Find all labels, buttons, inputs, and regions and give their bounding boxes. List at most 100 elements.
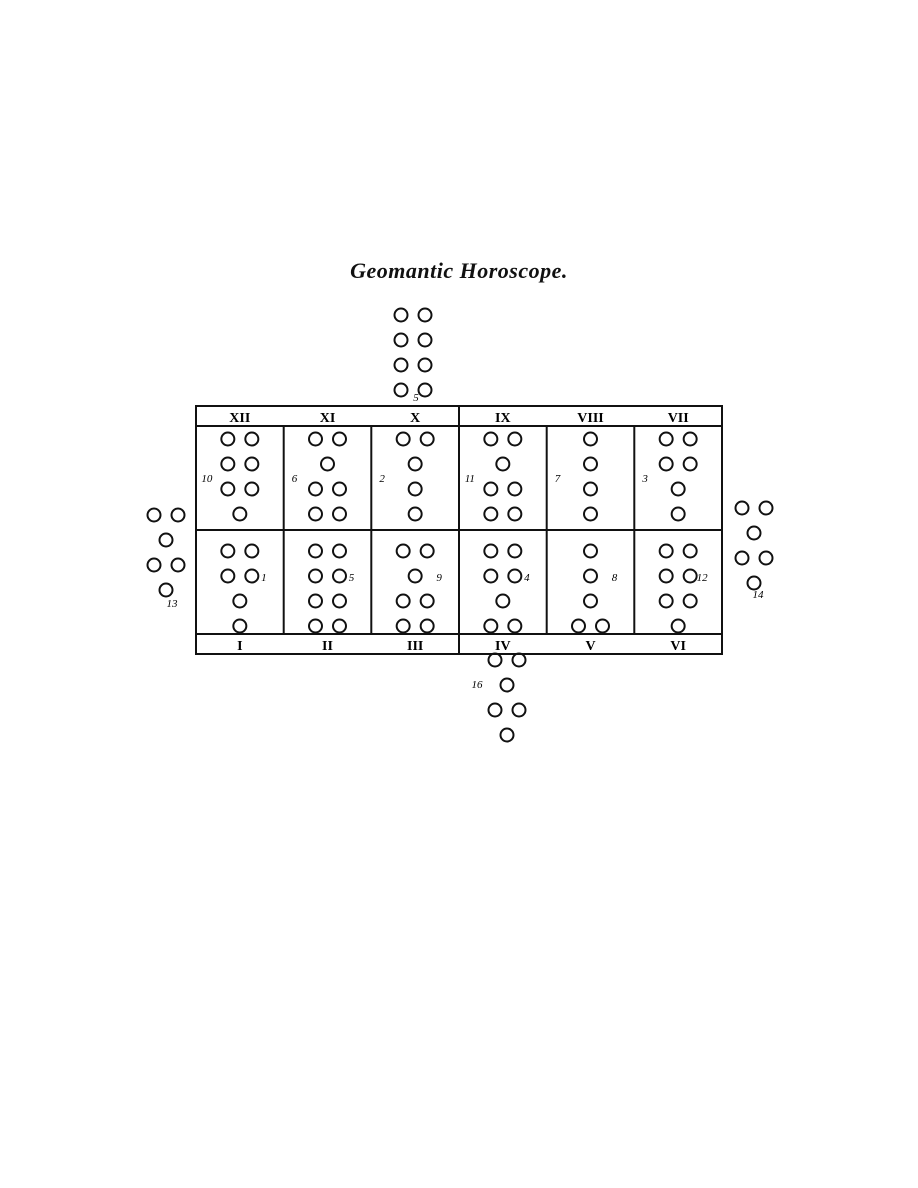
bottom-house-labels: I II III IV V VI — [237, 639, 686, 654]
figure-dot — [658, 456, 674, 472]
chart-frame — [195, 405, 723, 655]
figure-dot — [395, 593, 411, 609]
figure-dot — [682, 568, 698, 584]
figure-house-v: 8 — [571, 543, 618, 634]
figure-dot — [308, 481, 323, 497]
figure-dot — [670, 506, 686, 522]
figure-dot — [407, 506, 423, 522]
figure-dot — [682, 593, 698, 609]
figure-dot — [393, 332, 409, 348]
figure-dot — [507, 431, 523, 447]
figure-dot — [583, 568, 598, 584]
figure-dot — [332, 481, 347, 497]
figure-dot — [571, 618, 586, 634]
figure-dot — [332, 568, 347, 584]
figure-dot — [320, 456, 335, 472]
figure-dot — [244, 481, 260, 497]
figure-dot — [670, 481, 686, 497]
figure-number: 3 — [641, 473, 648, 485]
figure-dot — [232, 618, 248, 634]
figure-house-x: 2 — [379, 431, 435, 522]
figure-house-vii: 3 — [641, 431, 698, 522]
figure-number: 9 — [436, 572, 442, 584]
figure-outer-right: 14 — [734, 500, 774, 601]
figure-dot — [507, 618, 523, 634]
figure-number: 7 — [555, 473, 561, 485]
figure-dot — [682, 543, 698, 559]
figure-dot — [220, 568, 236, 584]
figure-dot — [407, 481, 423, 497]
figure-house-vi: 12 — [658, 543, 709, 634]
figure-number: 10 — [201, 473, 213, 485]
figure-house-iv: 4 — [483, 543, 530, 634]
house-label-xi: XI — [320, 411, 336, 426]
figure-dot — [583, 506, 598, 522]
house-label-xii: XII — [229, 411, 250, 426]
figure-number: 13 — [167, 598, 179, 610]
figure-dot — [146, 507, 162, 523]
house-label-x: X — [410, 411, 420, 426]
figure-dot — [511, 652, 527, 668]
figure-dot — [332, 618, 347, 634]
figure-dot — [419, 543, 435, 559]
figure-dot — [483, 506, 499, 522]
figure-dot — [583, 431, 598, 447]
figure-dot — [232, 593, 248, 609]
figure-number: 1 — [261, 572, 267, 584]
figure-number: 12 — [697, 572, 709, 584]
figure-dot — [583, 593, 598, 609]
figure-number: 6 — [292, 473, 298, 485]
figure-dot — [511, 702, 527, 718]
figure-dot — [499, 727, 515, 743]
figure-number: 11 — [465, 473, 475, 485]
figure-dot — [658, 593, 674, 609]
figure-dot — [158, 582, 174, 598]
figure-number: 2 — [379, 473, 385, 485]
figure-dot — [483, 431, 499, 447]
figure-dot — [308, 543, 323, 559]
figure-dot — [507, 568, 523, 584]
figure-dot — [395, 431, 411, 447]
figure-house-i: 1 — [220, 543, 267, 634]
figure-number: 5 — [413, 392, 419, 404]
figure-dot — [395, 618, 411, 634]
figure-house-viii: 7 — [555, 431, 598, 522]
figure-dot — [487, 652, 503, 668]
house-label-iii: III — [407, 639, 423, 654]
figure-dot — [583, 456, 598, 472]
figure-dot — [417, 357, 433, 373]
figure-dot — [483, 618, 499, 634]
figure-dot — [393, 307, 409, 323]
figure-dot — [658, 431, 674, 447]
figure-number: 14 — [753, 589, 765, 601]
figure-dot — [332, 506, 347, 522]
house-label-iv: IV — [495, 639, 511, 654]
figure-number: 5 — [349, 572, 355, 584]
figure-dot — [682, 431, 698, 447]
figure-dot — [146, 557, 162, 573]
figure-dot — [220, 431, 236, 447]
house-label-ix: IX — [495, 411, 511, 426]
figure-dot — [308, 568, 323, 584]
figure-dot — [499, 677, 515, 693]
figure-dot — [734, 550, 750, 566]
figure-dot — [483, 481, 499, 497]
figure-dot — [419, 593, 435, 609]
figure-dot — [244, 456, 260, 472]
figure-outer-bottom: 16 — [472, 652, 527, 743]
geomantic-figures: 10 6 2 11 7 3 1 5 9 4 8 12 5 13 14 16 — [146, 307, 774, 743]
figure-dot — [332, 431, 347, 447]
figure-number: 8 — [612, 572, 618, 584]
figure-dot — [170, 507, 186, 523]
figure-dot — [407, 568, 423, 584]
figure-dot — [658, 543, 674, 559]
house-label-ii: II — [322, 639, 333, 654]
figure-dot — [244, 431, 260, 447]
figure-dot — [170, 557, 186, 573]
figure-dot — [308, 618, 323, 634]
figure-dot — [419, 431, 435, 447]
figure-dot — [658, 568, 674, 584]
figure-dot — [332, 543, 347, 559]
figure-dot — [407, 456, 423, 472]
